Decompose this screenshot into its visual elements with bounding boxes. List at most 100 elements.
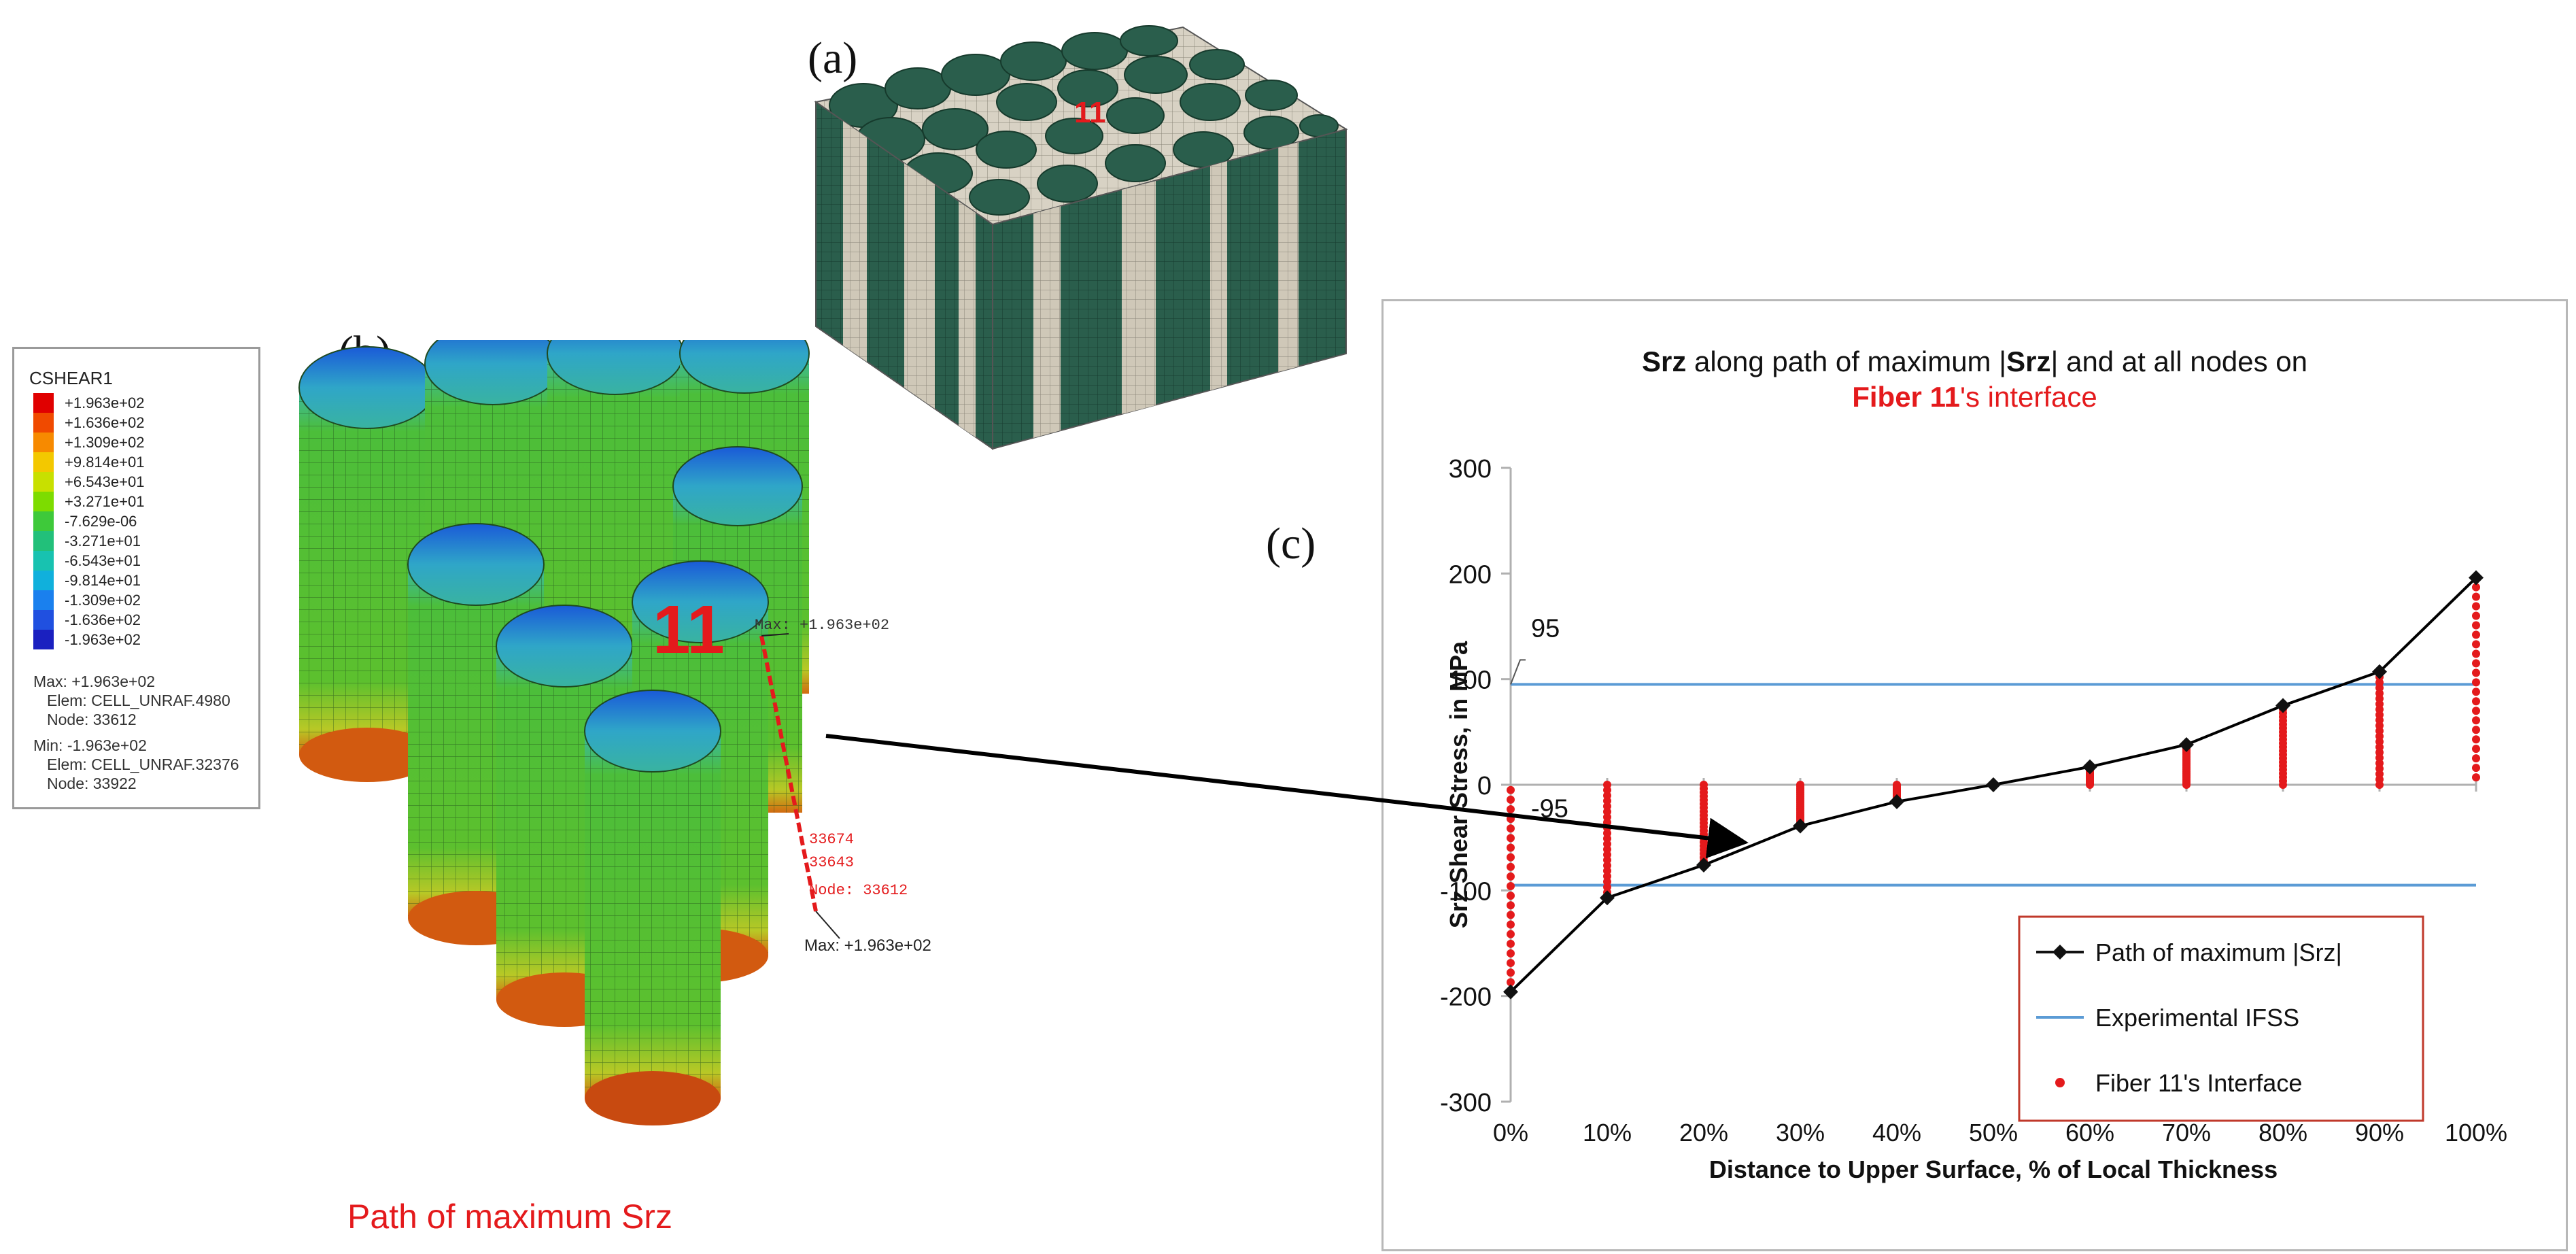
interface-point — [1796, 781, 1804, 789]
interface-point — [1507, 862, 1515, 871]
legend-swatch — [33, 452, 54, 472]
legend-swatch — [33, 433, 54, 452]
legend-swatch — [33, 472, 54, 492]
interface-point — [1507, 939, 1515, 948]
legend-swatch — [33, 492, 54, 511]
legend-min-node: Node: 33922 — [47, 775, 137, 792]
legend-value: -3.271e+01 — [65, 532, 141, 549]
legend-min-line: Min: -1.963e+02 — [33, 736, 147, 754]
x-tick-label: 60% — [2065, 1119, 2114, 1147]
interface-point — [2472, 630, 2480, 639]
legend-label-path: Path of maximum |Srz| — [2095, 938, 2342, 966]
legend-swatch — [33, 590, 54, 610]
legend-title: CSHEAR1 — [29, 368, 113, 388]
path-max-srz-point — [2276, 698, 2290, 713]
path-max-srz-point — [2179, 736, 2194, 752]
legend-entry: +3.271e+01 — [33, 492, 251, 511]
y-tick-label: 200 — [1449, 560, 1492, 589]
interface-point — [2472, 745, 2480, 753]
node-annotation-3: Node: 33612 — [809, 882, 908, 899]
interface-point — [2472, 773, 2480, 782]
x-tick-label: 30% — [1776, 1119, 1825, 1147]
interface-point — [1507, 920, 1515, 929]
legend-label-interface: Fiber 11's Interface — [2095, 1069, 2302, 1097]
x-axis-label: Distance to Upper Surface, % of Local Th… — [1709, 1155, 2278, 1183]
interface-point — [1507, 930, 1515, 938]
legend-entry: +6.543e+01 — [33, 472, 251, 492]
legend-value: +1.309e+02 — [65, 434, 145, 451]
interface-point — [1507, 805, 1515, 814]
interface-point — [2472, 707, 2480, 715]
mesh-fiber-label: 11 — [1074, 96, 1106, 129]
legend-entry: -7.629e-06 — [33, 511, 251, 531]
legend-swatch — [33, 571, 54, 590]
legend-marker-interface — [2055, 1078, 2065, 1087]
interface-point — [2472, 592, 2480, 601]
legend-swatch — [33, 393, 54, 413]
mesh-block-image: 11 — [814, 25, 1348, 450]
legend-entry: +1.309e+02 — [33, 433, 251, 452]
legend-max-line: Max: +1.963e+02 — [33, 673, 156, 690]
x-tick-label: 40% — [1872, 1119, 1921, 1147]
legend-value: -1.636e+02 — [65, 611, 141, 628]
legend-entry: -1.636e+02 — [33, 610, 251, 630]
interface-point — [2472, 688, 2480, 696]
path-max-srz-point — [1986, 777, 2001, 792]
interface-point — [2472, 583, 2480, 592]
legend-entry: -9.814e+01 — [33, 571, 251, 590]
interface-point — [1893, 781, 1901, 789]
path-max-srz-point — [1889, 794, 1904, 809]
interface-point — [1507, 882, 1515, 891]
legend-entry: +1.963e+02 — [33, 393, 251, 413]
interface-point — [1507, 959, 1515, 968]
interface-point — [1507, 834, 1515, 843]
chart-title-line-1: Srz along path of maximum |Srz| and at a… — [1641, 345, 2308, 377]
left-caption: Path of maximum Srz — [347, 1198, 672, 1236]
legend-value: -7.629e-06 — [65, 513, 137, 530]
interface-point — [2472, 649, 2480, 658]
interface-point — [2472, 659, 2480, 668]
fiber-contour-image: 11 Max: +1.963e+02 33674 33643 Node: 336… — [298, 340, 931, 1125]
interface-point — [2472, 726, 2480, 734]
interface-point — [2472, 716, 2480, 725]
legend-value: -9.814e+01 — [65, 572, 141, 589]
legend-value: -1.309e+02 — [65, 592, 141, 609]
x-tick-label: 100% — [2445, 1119, 2507, 1147]
interface-point — [1507, 892, 1515, 900]
ref-label-positive: 95 — [1531, 614, 1560, 643]
path-max-srz-point — [1503, 984, 1518, 1000]
y-tick-label: 300 — [1449, 455, 1492, 484]
y-axis-label: Srz Shear Stress, in MPa — [1445, 641, 1473, 928]
x-tick-label: 90% — [2355, 1119, 2404, 1147]
interface-point — [2472, 678, 2480, 687]
interface-point — [1507, 978, 1515, 987]
max-annotation-bottom: Max: +1.963e+02 — [804, 936, 931, 955]
path-max-srz-point — [2469, 570, 2484, 586]
legend-marker-path — [2053, 945, 2067, 960]
interface-point — [1700, 781, 1708, 789]
interface-point — [1507, 853, 1515, 862]
block-right-face — [992, 128, 1347, 450]
ref-label-leader — [1510, 659, 1526, 685]
legend-entry: -1.963e+02 — [33, 630, 251, 649]
path-max-srz-point — [2372, 664, 2387, 679]
legend-swatch — [33, 630, 54, 649]
interface-point — [1507, 949, 1515, 958]
interface-point — [2472, 621, 2480, 630]
chart-title-line-2: Fiber 11's interface — [1852, 381, 2097, 413]
y-tick-label: 100 — [1449, 666, 1492, 695]
legend-max-elem: Elem: CELL_UNRAF.4980 — [47, 692, 230, 709]
path-max-srz-point — [1696, 858, 1711, 873]
interface-point — [2472, 764, 2480, 773]
legend-swatch — [33, 610, 54, 630]
x-tick-label: 50% — [1969, 1119, 2018, 1147]
interface-point — [1507, 815, 1515, 824]
legend-entry: +1.636e+02 — [33, 413, 251, 433]
path-max-srz-point — [2082, 759, 2097, 775]
fiber-11-label: 11 — [653, 592, 725, 668]
legend-entry: -6.543e+01 — [33, 551, 251, 571]
x-tick-label: 70% — [2162, 1119, 2211, 1147]
fiber-cylinders — [298, 340, 810, 1125]
interface-point — [2472, 640, 2480, 649]
